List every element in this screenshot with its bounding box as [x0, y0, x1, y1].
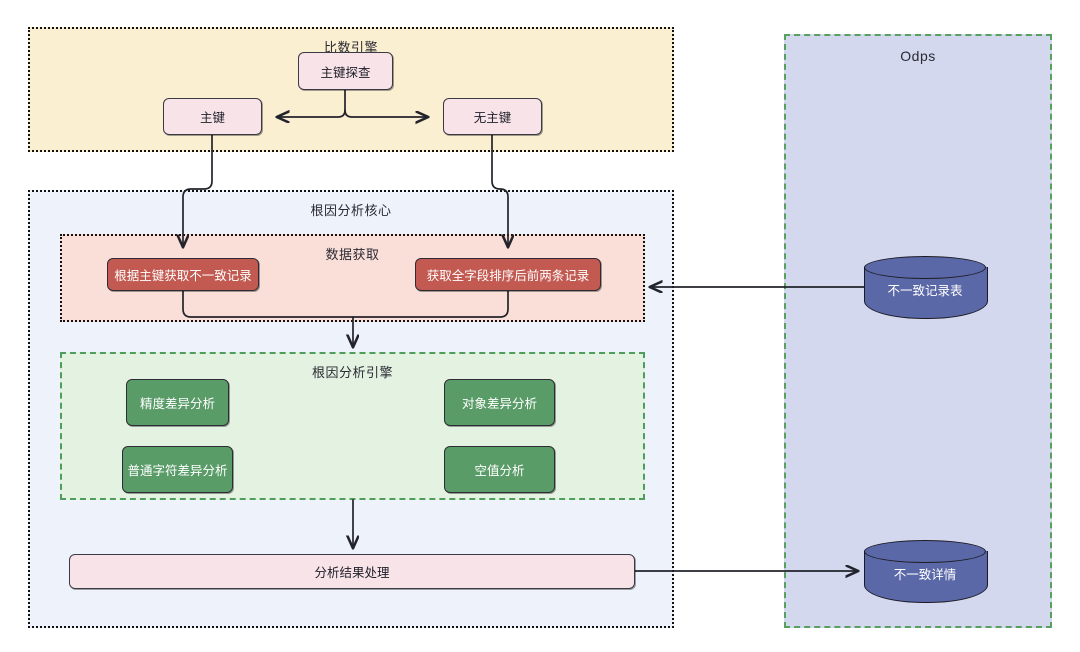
node-null-value-analysis[interactable]: 空值分析: [444, 446, 555, 493]
zone-odps-title: Odps: [900, 48, 936, 64]
datastore-inconsistent-detail[interactable]: 不一致详情: [864, 540, 988, 603]
node-fetch-sorted-two-rows[interactable]: 获取全字段排序后前两条记录: [415, 258, 601, 291]
node-fetch-by-primary-key[interactable]: 根据主键获取不一致记录: [107, 258, 259, 291]
zone-core-title: 根因分析核心: [310, 203, 392, 218]
datastore-inconsistent-records-table[interactable]: 不一致记录表: [864, 256, 988, 319]
node-no-primary-key[interactable]: 无主键: [443, 98, 542, 135]
cylinder-top: [864, 256, 986, 279]
datastore-label: 不一致记录表: [887, 284, 963, 298]
cylinder-top: [864, 540, 986, 563]
datastore-label: 不一致详情: [893, 568, 957, 582]
node-result-processing[interactable]: 分析结果处理: [69, 554, 635, 589]
zone-engine-title: 根因分析引擎: [311, 365, 393, 380]
zone-compare-title: 比数引擎: [323, 40, 378, 55]
node-primary-key[interactable]: 主键: [163, 98, 262, 135]
zone-fetch-title: 数据获取: [325, 247, 380, 262]
node-object-diff-analysis[interactable]: 对象差异分析: [444, 379, 555, 426]
node-primary-key-probe[interactable]: 主键探查: [298, 52, 393, 90]
node-plain-char-diff-analysis[interactable]: 普通字符差异分析: [122, 446, 233, 493]
node-precision-diff-analysis[interactable]: 精度差异分析: [126, 379, 229, 426]
zone-odps: Odps: [784, 34, 1052, 628]
